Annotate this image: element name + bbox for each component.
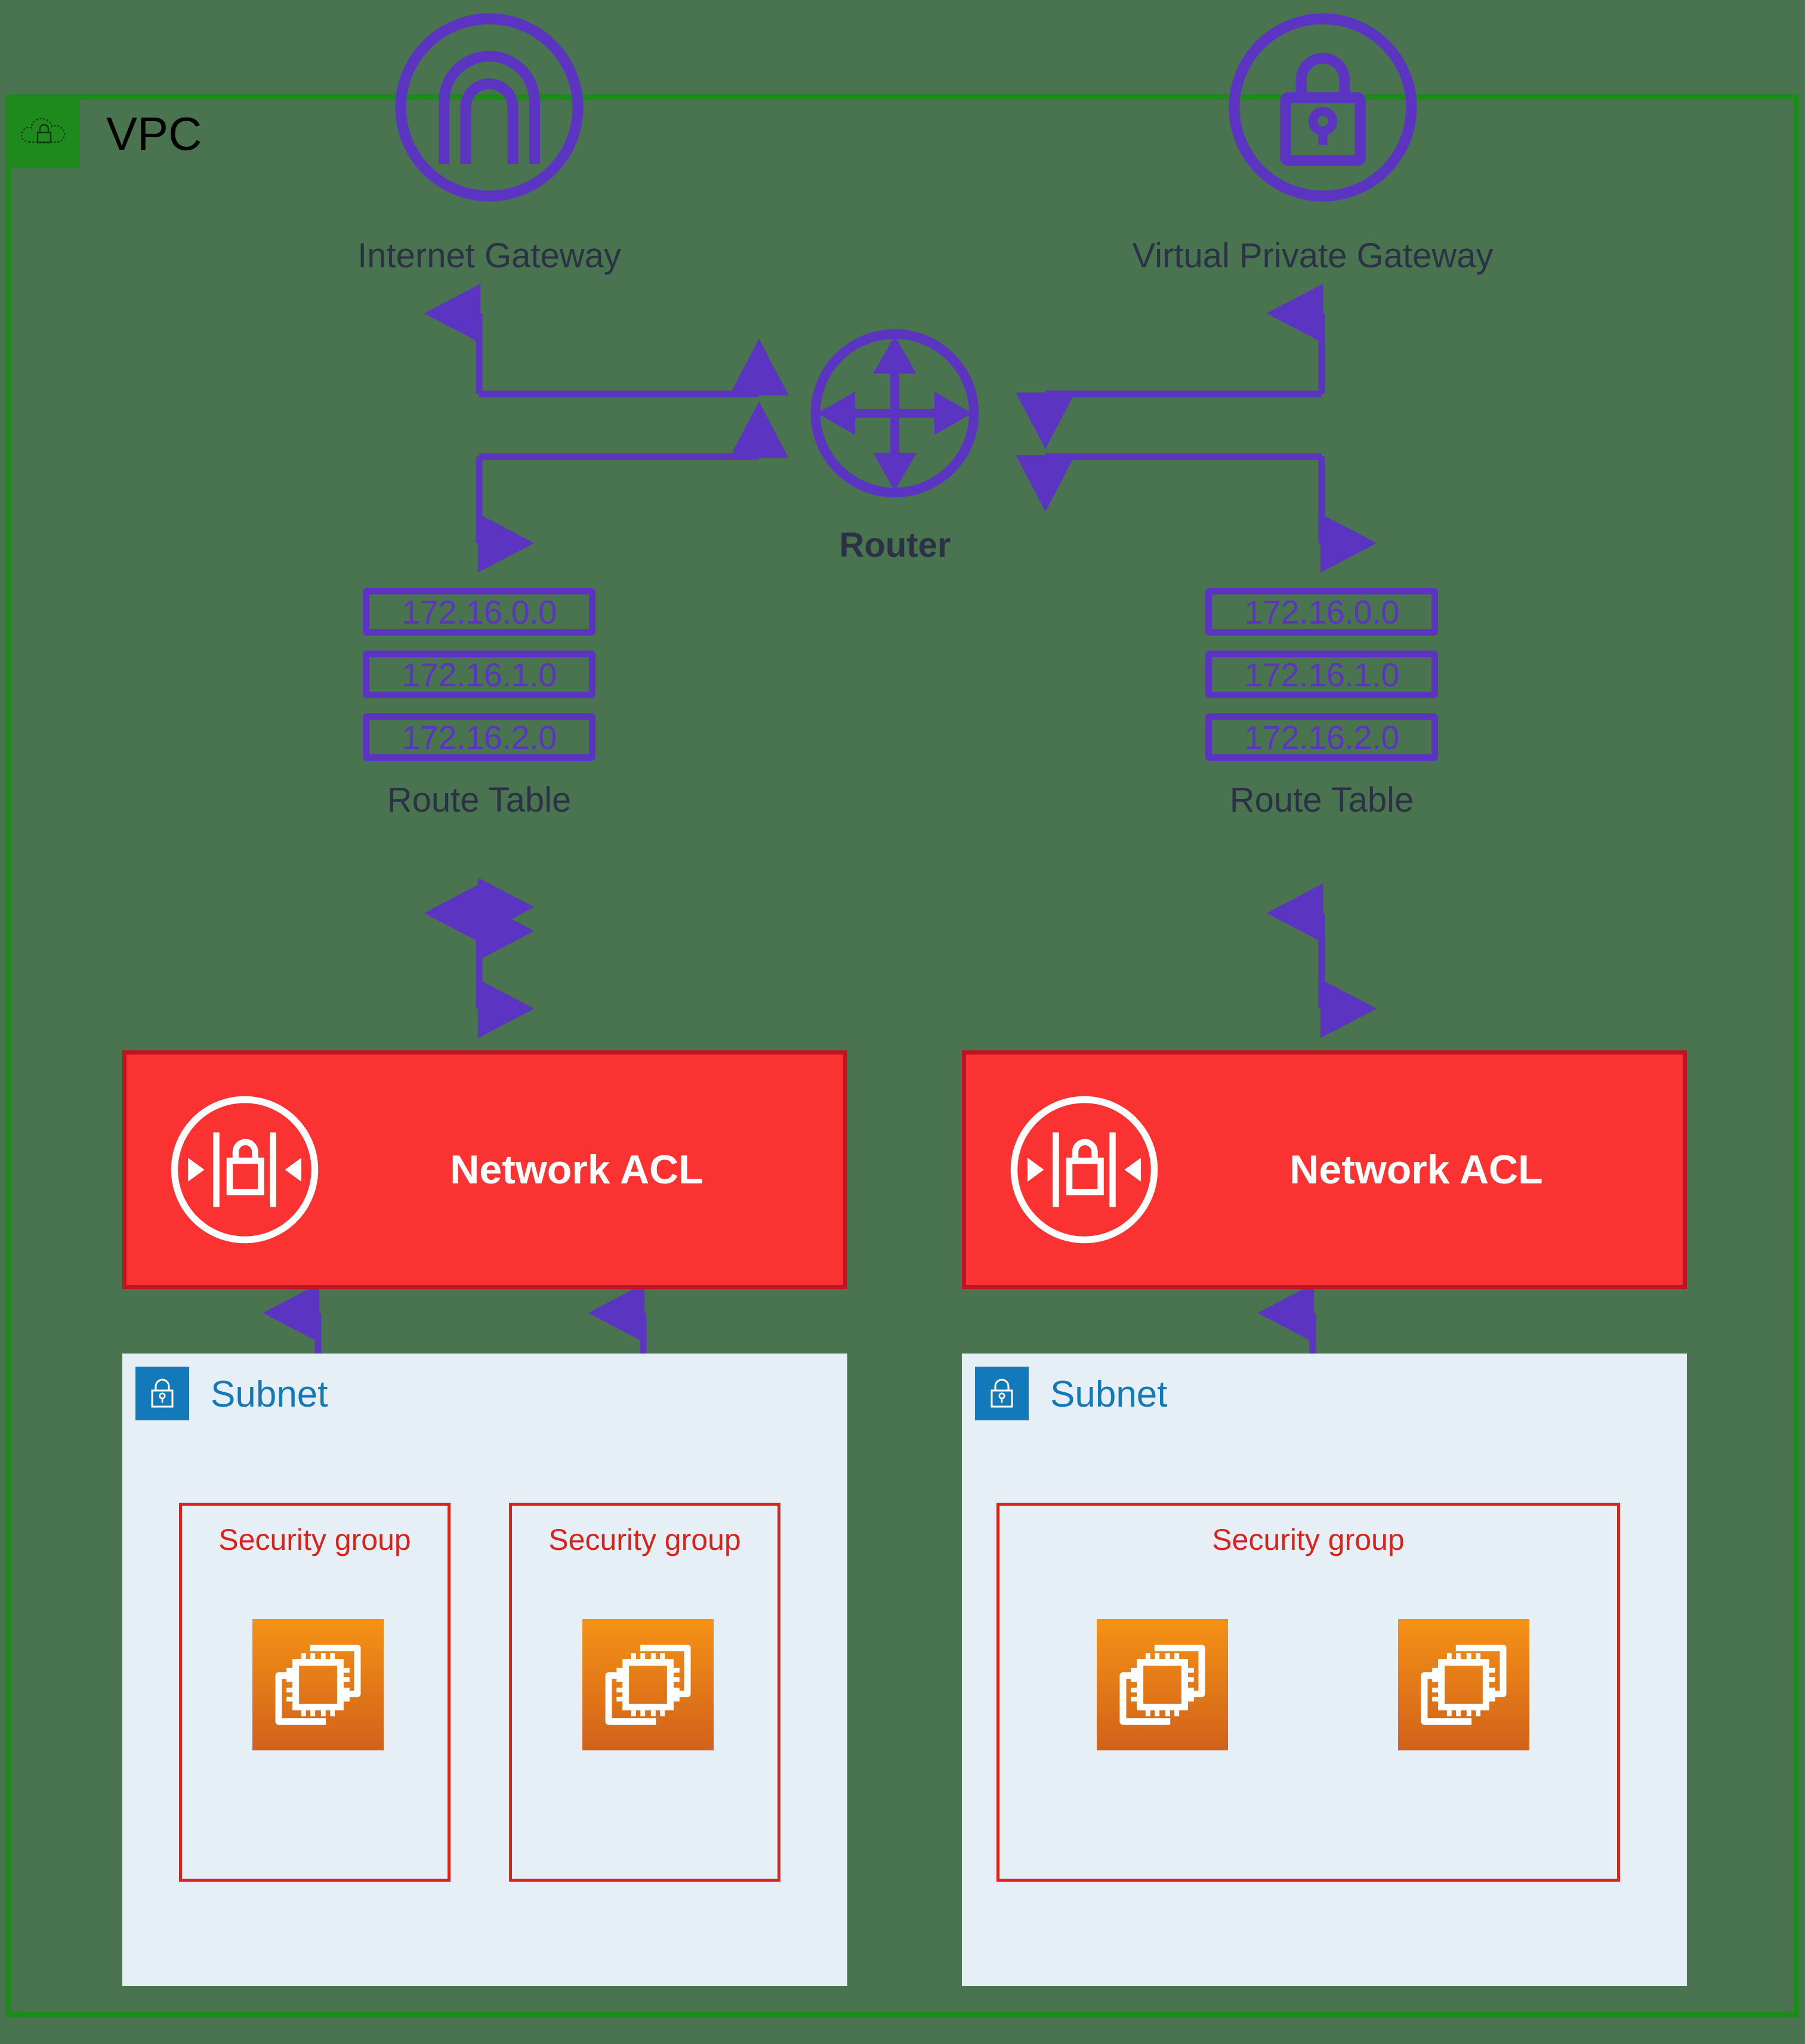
vpc-cloud-lock-icon	[8, 97, 80, 168]
subnet-left[interactable]: Subnet Security group	[122, 1354, 847, 1986]
route-table-row: 172.16.1.0	[1205, 650, 1438, 698]
security-group-label: Security group	[1212, 1523, 1405, 1556]
network-acl-right[interactable]: Network ACL	[962, 1050, 1687, 1289]
network-acl-icon	[155, 1092, 334, 1247]
ec2-instance[interactable]	[1398, 1619, 1529, 1750]
security-group-label: Security group	[218, 1523, 411, 1556]
router-label: Router	[839, 526, 951, 565]
route-table-caption: Route Table	[1229, 781, 1414, 819]
ec2-instance[interactable]	[1097, 1619, 1228, 1750]
internet-gateway-label: Internet Gateway	[357, 236, 621, 275]
subnet-right[interactable]: Subnet Security group	[962, 1354, 1687, 1986]
route-table-right[interactable]: 172.16.0.0 172.16.1.0 172.16.2.0 Route T…	[1205, 588, 1438, 820]
network-acl-icon	[995, 1092, 1174, 1247]
subnet-label: Subnet	[1050, 1374, 1168, 1415]
vpc-label: VPC	[106, 107, 202, 160]
route-table-row: 172.16.2.0	[1205, 713, 1438, 761]
subnet-lock-icon	[135, 1367, 189, 1420]
route-table-left[interactable]: 172.16.0.0 172.16.1.0 172.16.2.0 Route T…	[363, 588, 596, 820]
virtual-private-gateway-label: Virtual Private Gateway	[1132, 236, 1494, 275]
vpc-boundary	[6, 94, 1799, 2017]
ec2-instance[interactable]	[582, 1619, 714, 1750]
network-acl-label: Network ACL	[450, 1147, 704, 1192]
network-acl-left[interactable]: Network ACL	[122, 1050, 847, 1289]
route-table-row: 172.16.0.0	[1205, 588, 1438, 636]
internet-gateway-arch-icon[interactable]	[391, 9, 588, 206]
router-four-way-arrow-icon[interactable]	[807, 325, 983, 501]
padlock-icon[interactable]	[1224, 9, 1421, 206]
network-acl-label: Network ACL	[1289, 1147, 1543, 1192]
route-table-caption: Route Table	[387, 781, 572, 819]
route-table-row: 172.16.0.0	[363, 588, 596, 636]
ec2-instance[interactable]	[252, 1619, 384, 1750]
security-group[interactable]: Security group	[179, 1503, 451, 1882]
subnet-label: Subnet	[211, 1374, 328, 1415]
security-group-label: Security group	[548, 1523, 741, 1556]
security-group[interactable]: Security group	[996, 1503, 1620, 1882]
route-table-row: 172.16.2.0	[363, 713, 596, 761]
route-table-row: 172.16.1.0	[363, 650, 596, 698]
security-group[interactable]: Security group	[509, 1503, 780, 1882]
subnet-lock-icon	[975, 1367, 1029, 1420]
